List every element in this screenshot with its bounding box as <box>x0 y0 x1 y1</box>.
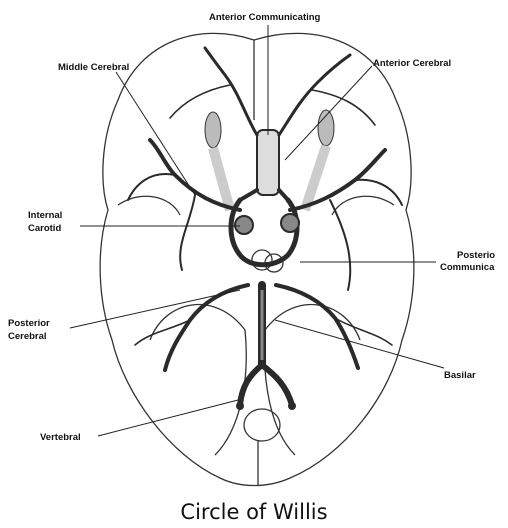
arterial-circle <box>231 190 299 265</box>
label-posterior-cerebral-line1: Posterior <box>8 318 50 329</box>
label-posterior-cerebral-line2: Cerebral <box>8 331 47 342</box>
label-anterior-cerebral: Anterior Cerebral <box>373 58 451 69</box>
label-internal-carotid-line1: Internal <box>28 210 62 221</box>
label-middle-cerebral: Middle Cerebral <box>58 62 129 73</box>
label-anterior-communicating: Anterior Communicating <box>209 12 321 23</box>
leader-lines <box>70 25 444 436</box>
caption: Circle of Willis <box>180 500 327 524</box>
vertebral-arteries <box>236 365 296 410</box>
anterior-cerebral-arteries <box>170 48 375 135</box>
label-posterior-communicating-line2: Communica <box>440 262 495 273</box>
anterior-communicating-artery <box>257 130 279 195</box>
label-internal-carotid-line2: Carotid <box>28 223 61 234</box>
label-vertebral: Vertebral <box>40 432 81 443</box>
brain-outline <box>100 33 414 486</box>
label-posterior-communicating-line1: Posterio <box>457 250 495 261</box>
label-basilar: Basilar <box>444 370 476 381</box>
